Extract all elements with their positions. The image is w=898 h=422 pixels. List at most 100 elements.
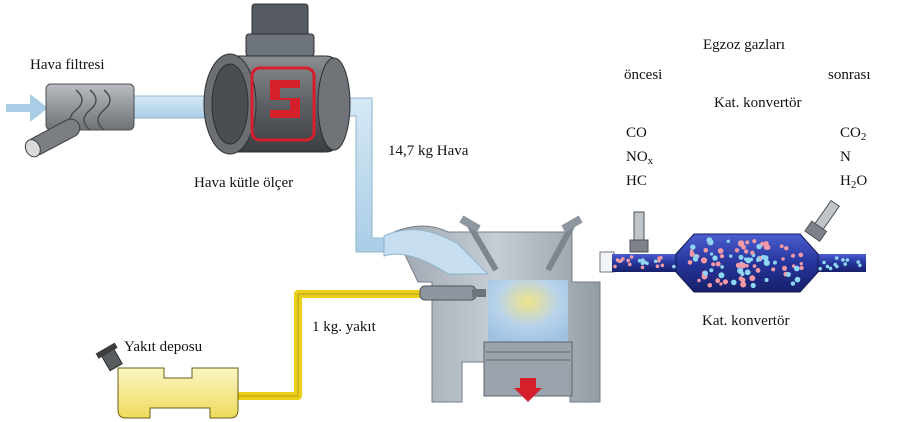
exhaust-gases-title: Egzoz gazları [703,37,786,53]
fuel-line [236,290,420,400]
catalyst-particle [749,275,756,282]
exhaust-particle [643,260,647,265]
catalyst-particles [613,237,862,289]
gas-after-h2o: H2O [840,173,868,191]
catalyst-particle [779,244,784,249]
exhaust-particle [637,258,642,263]
catalyst-particle [740,281,747,288]
exhaust-particle [629,255,634,259]
gas-before-nox: NOx [626,149,654,167]
catalyst-particle [764,278,769,282]
catalyst-particle [719,282,723,286]
exhaust-particle [613,264,617,269]
exhaust-particle [626,258,630,263]
piston [483,341,573,402]
catalyst-particle [703,248,709,253]
catalyst-particle [718,272,725,279]
catalyst-particle [731,279,737,286]
exhaust-particle [640,265,645,270]
catalyst-particle [710,252,714,256]
fuel-tank [95,342,239,419]
catalyst-particle [798,252,804,258]
catalyst-particle [737,267,744,274]
catalyst-particle [799,265,804,271]
catalyst-particle [784,246,789,251]
catalytic-converter [613,233,862,293]
gas-before-co: CO [626,125,647,141]
exhaust-particle [858,263,862,268]
air-filter-label: Hava filtresi [30,57,105,73]
catalyst-particle [700,257,708,264]
catalyst-particle [739,262,746,269]
catalyst-particle [712,255,718,261]
catalyst-particle [689,249,694,254]
catalyst-particle [763,259,770,266]
cat-converter-header: Kat. konvertör [714,95,802,111]
catalyst-particle [756,243,762,250]
catalyst-particle [689,251,695,257]
catalyst-particle [791,253,795,258]
after-label: sonrası [828,67,871,83]
catalyst-particle [738,254,744,260]
exhaust-valve [545,215,583,272]
catalyst-particle [750,282,756,289]
catalyst-particle [771,267,776,272]
catalyst-particle [755,268,761,273]
catalyst-particle [722,279,729,285]
air-amount-label: 14,7 kg Hava [388,143,469,159]
catalyst-particle [697,278,701,283]
exhaust-particle [657,259,661,263]
engine-exhaust-flange [599,251,615,273]
catalyst-particle [717,248,724,254]
exhaust-particle [822,260,826,265]
catalyst-particle [735,262,742,268]
catalyst-particle [706,237,713,244]
exhaust-particle [845,258,850,262]
catalyst-particle [739,277,745,283]
catalyst-particle [773,260,777,265]
catalyst-particle [707,283,713,288]
catalyst-particle [794,276,801,283]
catalyst-particle [750,250,755,255]
combustion-chamber [488,280,568,342]
catalyst-particle [763,244,770,250]
catalyst-particle [756,258,760,262]
gas-after-co2: CO2 [840,125,867,143]
catalyst-particle [744,269,751,276]
catalyst-particle [734,248,740,253]
catalyst-particle [752,239,757,244]
catalyst-particle [741,244,747,250]
engine-cylinder [383,215,615,403]
catalyst-particle [719,254,725,259]
exhaust-particle [628,262,632,267]
catalyst-particle [785,272,791,277]
gas-before-hc: HC [626,173,647,189]
exhaust-particle [672,264,676,269]
catalyst-particle [711,262,716,267]
before-label: öncesi [624,67,663,83]
catalyst-particle [745,264,749,268]
catalyst-particle [687,260,693,265]
exhaust-particle [856,260,860,264]
exhaust-particle [818,266,822,271]
catalyst-particle [726,239,730,243]
catalyst-particle [761,254,766,260]
exhaust-particle [828,266,833,271]
air-filter [24,83,135,158]
mass-air-flow-meter [203,3,351,155]
exhaust-particle [619,259,623,263]
catalyst-particle [793,265,800,272]
exhaust-particle [834,256,839,260]
exhaust-particle [660,263,665,268]
air-inlet-arrow [6,94,48,122]
catalyst-particle [709,268,714,273]
air-pipe-filter-to-meter [131,95,215,119]
catalyst-particle [781,257,785,261]
catalyst-particle [715,261,721,267]
lambda-sensor-before [629,211,649,253]
exhaust-particle [841,258,845,262]
exhaust-particle [659,255,663,260]
gas-after-n: N [840,149,851,165]
exhaust-particle [833,262,837,267]
